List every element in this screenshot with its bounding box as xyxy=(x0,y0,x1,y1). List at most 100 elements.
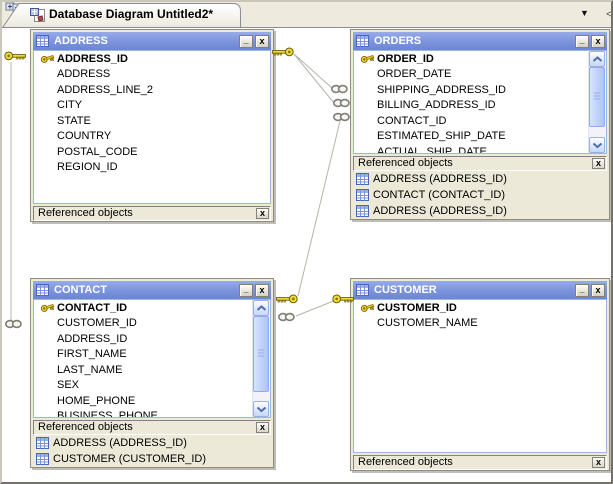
column-row[interactable]: CONTACT_ID xyxy=(34,300,270,316)
relationship-line xyxy=(295,299,337,317)
close-button[interactable]: x xyxy=(255,34,269,48)
column-row[interactable]: BUSINESS_PHONE xyxy=(57,410,158,418)
relationship-line xyxy=(293,53,334,90)
column-row[interactable]: SHIPPING_ADDRESS_ID xyxy=(377,83,506,96)
tab-list-dropdown-icon[interactable]: ▼ xyxy=(580,8,589,18)
referenced-objects-bar: Referenced objects x xyxy=(353,156,607,171)
many-rings-connector-icon[interactable] xyxy=(333,98,350,108)
vertical-scrollbar[interactable] xyxy=(588,51,606,153)
entity-window-address: ADDRESS _ x ADDRESS_ID ADDRESS ADDRESS_L… xyxy=(30,29,274,222)
column-row[interactable]: CONTACT_ID xyxy=(377,114,447,127)
referenced-object-row[interactable]: CONTACT (CONTACT_ID) xyxy=(353,187,607,203)
minimize-button[interactable]: _ xyxy=(575,283,589,297)
key-connector-icon[interactable] xyxy=(272,47,294,57)
scroll-down-button[interactable] xyxy=(589,137,605,153)
column-row[interactable]: CUSTOMER_ID xyxy=(57,317,137,330)
scrollbar-thumb[interactable] xyxy=(589,67,605,127)
referenced-objects-close-button[interactable]: x xyxy=(256,208,269,219)
column-row[interactable]: BILLING_ADDRESS_ID xyxy=(377,99,496,112)
entity-name: CUSTOMER xyxy=(374,284,437,296)
entity-titlebar[interactable]: CONTACT _ x xyxy=(33,281,271,299)
column-row[interactable]: ADDRESS_LINE_2 xyxy=(57,83,153,96)
table-grid-icon xyxy=(36,437,49,449)
column-row[interactable]: POSTAL_CODE xyxy=(57,145,138,158)
close-button[interactable]: x xyxy=(591,34,605,48)
primary-key-icon xyxy=(40,302,54,314)
referenced-objects-bar: Referenced objects x xyxy=(33,206,271,221)
column-row[interactable]: ADDRESS xyxy=(57,68,111,81)
table-grid-icon xyxy=(356,205,369,217)
referenced-object-row[interactable]: ADDRESS (ADDRESS_ID) xyxy=(353,171,607,187)
column-row[interactable]: ADDRESS_ID xyxy=(34,51,270,67)
column-row[interactable]: ORDER_ID xyxy=(354,51,606,67)
primary-key-icon xyxy=(40,53,54,65)
many-rings-connector-icon[interactable] xyxy=(331,84,348,94)
table-grid-icon xyxy=(36,453,49,465)
column-list: ADDRESS_ID ADDRESS ADDRESS_LINE_2 CITY S… xyxy=(33,50,271,204)
column-row[interactable]: LAST_NAME xyxy=(57,363,123,376)
column-row[interactable]: ACTUAL_SHIP_DATE xyxy=(377,145,487,154)
entity-window-orders: ORDERS _ x ORDER_ID ORDER_DATE SHIPPING_… xyxy=(350,29,610,220)
scroll-up-button[interactable] xyxy=(589,51,605,67)
editor-tab-bar: Database Diagram Untitled2* ▼ ◁ xyxy=(2,2,611,28)
minimize-button[interactable]: _ xyxy=(239,283,253,297)
many-rings-connector-icon[interactable] xyxy=(333,112,350,122)
minimize-button[interactable]: _ xyxy=(239,34,253,48)
column-row[interactable]: SEX xyxy=(57,379,80,392)
referenced-objects-close-button[interactable]: x xyxy=(592,158,605,169)
column-row[interactable]: ESTIMATED_SHIP_DATE xyxy=(377,130,506,143)
entity-titlebar[interactable]: ADDRESS _ x xyxy=(33,32,271,50)
column-row[interactable]: HOME_PHONE xyxy=(57,394,136,407)
tab-title[interactable]: Database Diagram Untitled2* xyxy=(49,7,214,21)
referenced-object-row[interactable]: ADDRESS (ADDRESS_ID) xyxy=(353,203,607,219)
column-list: ORDER_ID ORDER_DATE SHIPPING_ADDRESS_ID … xyxy=(353,50,607,154)
column-row[interactable]: COUNTRY xyxy=(57,130,112,143)
column-row[interactable]: CITY xyxy=(57,99,83,112)
primary-key-icon xyxy=(360,53,374,65)
key-connector-icon[interactable] xyxy=(4,51,26,61)
table-grid-icon xyxy=(36,284,49,296)
referenced-objects-bar: Referenced objects x xyxy=(353,455,607,470)
table-grid-icon xyxy=(356,189,369,201)
table-grid-icon xyxy=(356,35,369,47)
entity-name: CONTACT xyxy=(54,284,107,296)
referenced-object-row[interactable]: CUSTOMER (CUSTOMER_ID) xyxy=(33,451,271,467)
tab-scroll-chevron-icon[interactable]: ◁ xyxy=(606,6,611,20)
chevron-up-icon xyxy=(256,305,267,311)
column-row[interactable]: REGION_ID xyxy=(57,161,118,174)
tab-shape xyxy=(2,3,241,27)
entity-titlebar[interactable]: ORDERS _ x xyxy=(353,32,607,50)
column-row[interactable]: STATE xyxy=(57,114,91,127)
column-row[interactable]: FIRST_NAME xyxy=(57,348,127,361)
column-row[interactable]: CUSTOMER_ID xyxy=(354,300,606,316)
entity-window-customer: CUSTOMER _ x CUSTOMER_ID CUSTOMER_NAME R… xyxy=(350,278,610,471)
column-row[interactable]: CUSTOMER_NAME xyxy=(377,317,478,330)
referenced-objects-bar: Referenced objects x xyxy=(33,420,271,435)
referenced-objects-close-button[interactable]: x xyxy=(592,457,605,468)
entity-name: ORDERS xyxy=(374,35,422,47)
table-grid-icon xyxy=(36,35,49,47)
minimize-button[interactable]: _ xyxy=(575,34,589,48)
chevron-down-icon xyxy=(592,142,603,149)
key-connector-icon[interactable] xyxy=(332,294,354,304)
close-button[interactable]: x xyxy=(255,283,269,297)
close-button[interactable]: x xyxy=(591,283,605,297)
relationship-line xyxy=(297,120,341,297)
scroll-down-button[interactable] xyxy=(253,401,269,417)
scrollbar-thumb[interactable] xyxy=(253,316,269,392)
many-rings-connector-icon[interactable] xyxy=(5,319,22,329)
referenced-object-row[interactable]: ADDRESS (ADDRESS_ID) xyxy=(33,435,271,451)
referenced-objects-close-button[interactable]: x xyxy=(256,422,269,433)
entity-titlebar[interactable]: CUSTOMER _ x xyxy=(353,281,607,299)
table-grid-icon xyxy=(356,173,369,185)
column-row[interactable]: ORDER_DATE xyxy=(377,68,452,81)
entity-name: ADDRESS xyxy=(54,35,108,47)
vertical-scrollbar[interactable] xyxy=(252,300,270,417)
chevron-up-icon xyxy=(592,56,603,62)
many-rings-connector-icon[interactable] xyxy=(278,312,295,322)
column-row[interactable]: ADDRESS_ID xyxy=(57,332,128,345)
scroll-up-button[interactable] xyxy=(253,300,269,316)
key-connector-icon[interactable] xyxy=(276,294,298,304)
